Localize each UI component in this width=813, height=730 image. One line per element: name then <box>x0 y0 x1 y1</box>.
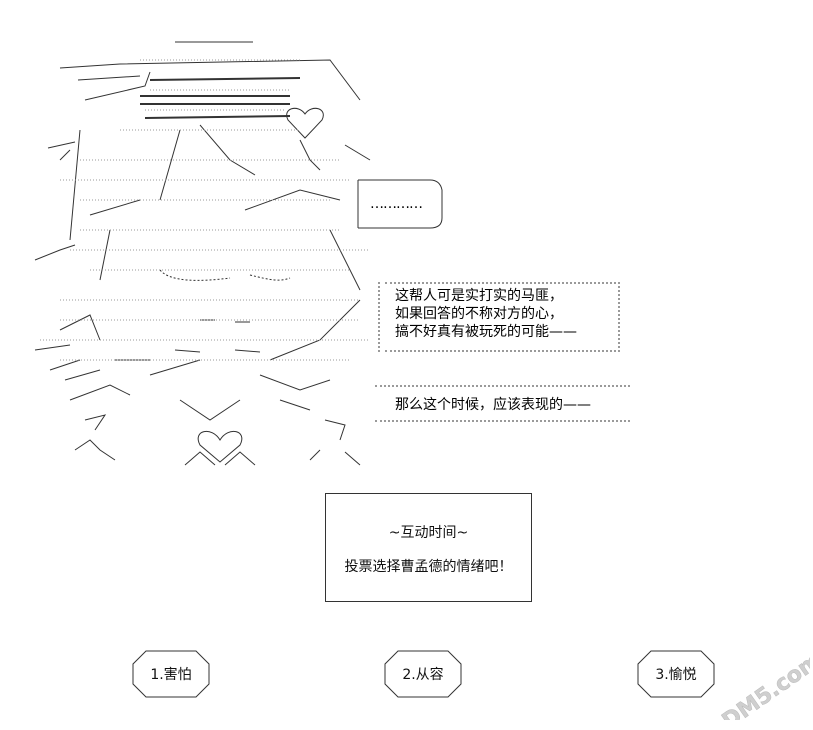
speech-bubble <box>357 179 443 229</box>
narration-line: 这帮人可是实打实的马匪， <box>395 288 563 304</box>
narration-frame-top <box>375 385 630 387</box>
interaction-title: ~互动时间~ <box>388 525 469 541</box>
watermark-text: DM5.com <box>718 648 810 720</box>
octagon-frame-icon <box>132 650 210 698</box>
option-button-2[interactable]: 2.从容 <box>384 650 462 698</box>
narration-frame-left <box>378 282 380 352</box>
watermark-logo: DM5.com <box>718 648 810 720</box>
narration-frame-right <box>618 282 620 352</box>
option-label: 1.害怕 <box>150 667 192 683</box>
option-label: 3.愉悦 <box>655 667 697 683</box>
narration-line: 如果回答的不称对方的心， <box>395 306 563 322</box>
narration-line: 那么这个时候，应该表现的—— <box>395 397 591 413</box>
interaction-prompt: 投票选择曹孟德的情绪吧！ <box>344 559 513 575</box>
octagon-frame-icon <box>384 650 462 698</box>
octagon-frame-icon <box>637 650 715 698</box>
option-label: 2.从容 <box>402 667 444 683</box>
narration-frame-top <box>385 282 620 284</box>
bubble-text: ………… <box>370 196 423 212</box>
narration-frame-bottom <box>385 350 620 352</box>
narration-line: 搞不好真有被玩死的可能—— <box>395 324 577 340</box>
option-button-3[interactable]: 3.愉悦 <box>637 650 715 698</box>
interaction-panel: ~互动时间~ 投票选择曹孟德的情绪吧！ <box>325 493 532 602</box>
option-button-1[interactable]: 1.害怕 <box>132 650 210 698</box>
narration-frame-bottom <box>375 420 630 422</box>
